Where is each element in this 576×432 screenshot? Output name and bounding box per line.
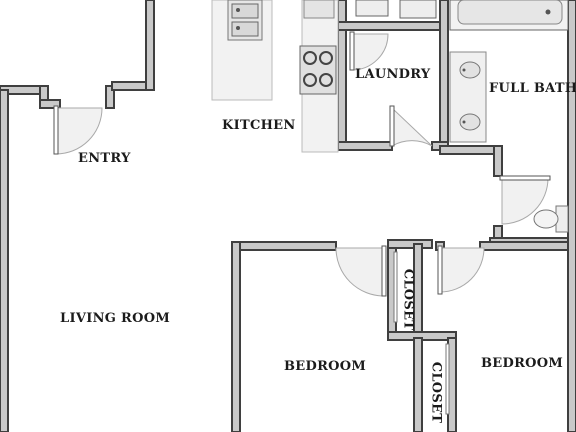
- door-swing-icon[interactable]: [55, 107, 103, 155]
- refrigerator: [303, 0, 335, 19]
- door-panel: [349, 31, 355, 71]
- door-swing-icon[interactable]: [391, 106, 433, 147]
- door-swing-icon[interactable]: [439, 247, 485, 293]
- door-swing-icon[interactable]: [351, 33, 389, 71]
- wall-right-exterior: [567, 0, 576, 432]
- room-label-laundry: LAUNDRY: [355, 67, 431, 82]
- wall-bedroom1-left: [231, 241, 241, 432]
- toilet-icon: [533, 205, 569, 233]
- door-panel: [499, 175, 551, 181]
- sink-icon: [227, 0, 263, 41]
- room-label-closet-2: CLOSET: [428, 361, 444, 424]
- room-label-bedroom-2: BEDROOM: [481, 356, 564, 371]
- doors: [53, 31, 551, 415]
- room-label-entry: ENTRY: [78, 151, 131, 166]
- sink-icon: [459, 61, 481, 131]
- wall-closet2-left: [413, 337, 423, 432]
- wall-entry-right-vertical: [145, 0, 155, 91]
- bath-fixtures: [449, 0, 569, 233]
- stove-icon: [299, 45, 337, 95]
- closet-door[interactable]: [393, 251, 398, 323]
- wall-living-left: [0, 89, 9, 432]
- door-swing-icon[interactable]: [335, 247, 385, 297]
- room-label-closet-1: CLOSET: [400, 268, 416, 331]
- wall-entry-step-bottom: [39, 99, 61, 109]
- wall-bath-bottom: [439, 145, 503, 155]
- door-panel: [53, 105, 59, 155]
- door-panel: [437, 245, 443, 295]
- room-label-living-room: LIVING ROOM: [60, 311, 171, 326]
- wall-bedroom1-top: [231, 241, 337, 251]
- wall-bath-left: [439, 0, 449, 151]
- door-panel: [381, 245, 387, 297]
- door-panel: [389, 105, 395, 147]
- door-swing-icon[interactable]: [501, 177, 549, 225]
- wall-laundry-bottom-left: [337, 141, 393, 151]
- kitchen-fixtures: [211, 0, 339, 153]
- washer-dryer-icon: [355, 0, 437, 19]
- wall-bath-step: [493, 145, 503, 177]
- wall-hall-top-right: [479, 241, 576, 251]
- wall-entry-step-right: [105, 85, 115, 109]
- wall-laundry-top: [337, 21, 447, 31]
- room-label-kitchen: KITCHEN: [222, 118, 296, 133]
- room-label-full-bath: FULL BATH: [489, 81, 576, 96]
- bathtub-icon: [449, 0, 569, 31]
- closet-door[interactable]: [445, 343, 450, 415]
- room-label-bedroom-1: BEDROOM: [284, 359, 367, 374]
- wall-closet1-top: [387, 239, 433, 249]
